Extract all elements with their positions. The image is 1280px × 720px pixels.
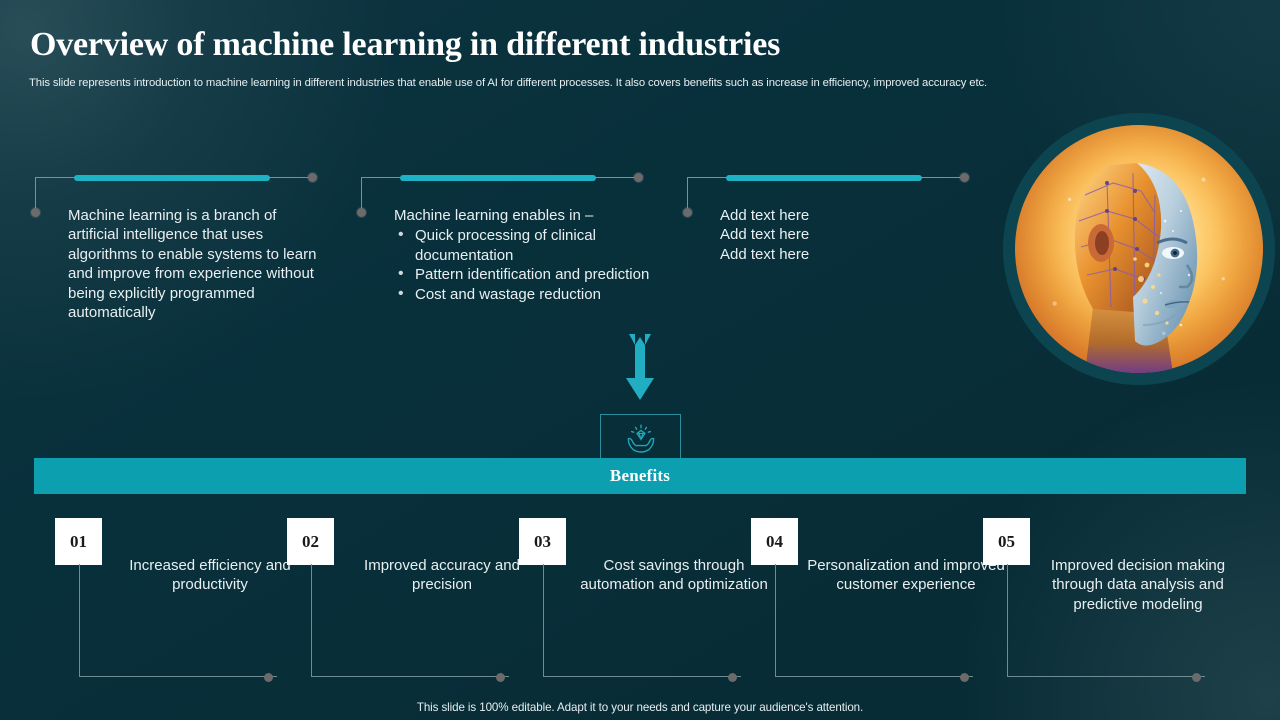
benefit-number-4: 04 [751, 518, 798, 565]
benefits-icon-box [600, 414, 681, 461]
benefit-endpoint-dot-3 [728, 673, 737, 682]
benefit-text-1: Increased efficiency and productivity [129, 557, 291, 594]
rail-dot-right-2 [634, 173, 643, 182]
benefit-connector-2 [311, 564, 509, 677]
list-item: Cost and wastage reduction [394, 284, 654, 304]
column-line-3-2: Add text here [720, 226, 810, 244]
rail-vertical-line-1 [35, 178, 36, 212]
column-lead-1: Machine learning is a branch of artifici… [68, 207, 317, 322]
benefit-connector-3 [543, 564, 741, 677]
rail-left-line-1 [35, 177, 75, 178]
benefit-number-2: 02 [287, 518, 334, 565]
benefit-connector-1 [79, 564, 277, 677]
benefit-text-3: Cost savings through automation and opti… [580, 557, 768, 594]
column-body-1: Machine learning is a branch of artifici… [68, 206, 326, 322]
benefit-endpoint-dot-5 [1192, 673, 1201, 682]
list-item: Quick processing of clinical documentati… [394, 225, 654, 265]
benefit-number-3: 03 [519, 518, 566, 565]
benefit-endpoint-dot-2 [496, 673, 505, 682]
rail-dot-left-2 [357, 208, 366, 217]
benefit-text-4: Personalization and improved customer ex… [807, 557, 1005, 594]
footer-note: This slide is 100% editable. Adapt it to… [416, 701, 864, 714]
ai-head-image [1015, 125, 1263, 373]
benefit-text-2: Improved accuracy and precision [364, 557, 520, 594]
benefit-connector-4 [775, 564, 973, 677]
page-subtitle: This slide represents introduction to ma… [29, 77, 988, 89]
benefit-number-5: 05 [983, 518, 1030, 565]
rail-left-line-3 [687, 177, 727, 178]
benefit-text-5: Improved decision making through data an… [1050, 557, 1226, 613]
down-arrow-icon [621, 334, 659, 400]
benefit-endpoint-dot-1 [264, 673, 273, 682]
rail-right-line-2 [594, 177, 636, 178]
column-rail-2 [354, 168, 654, 218]
rail-right-line-3 [920, 177, 962, 178]
column-lead-2: Machine learning enables in – [394, 207, 594, 224]
rail-dot-right-3 [960, 173, 969, 182]
benefit-endpoint-dot-4 [960, 673, 969, 682]
rail-left-line-2 [361, 177, 401, 178]
ai-head-image-ring [1003, 113, 1275, 385]
benefits-banner: Benefits [34, 458, 1246, 494]
diamond-in-hands-icon [627, 424, 654, 453]
benefits-label: Benefits [609, 466, 671, 485]
column-bullet-list-2: Quick processing of clinical documentati… [394, 225, 654, 304]
column-line-3-1: Add text here [720, 207, 810, 224]
column-line-3-3: Add text here [720, 245, 810, 263]
page-title: Overview of machine learning in differen… [30, 26, 781, 63]
rail-right-line-1 [268, 177, 310, 178]
column-rail-1 [28, 168, 328, 218]
rail-accent-bar-3 [726, 175, 922, 181]
rail-dot-left-3 [683, 208, 692, 217]
column-body-2: Machine learning enables in – Quick proc… [394, 206, 654, 304]
benefit-number-1: 01 [55, 518, 102, 565]
list-item: Pattern identification and prediction [394, 264, 654, 284]
benefit-connector-5 [1007, 564, 1205, 677]
column-rail-3 [680, 168, 980, 218]
column-body-3: Add text here Add text here Add text her… [720, 206, 970, 264]
rail-dot-right-1 [308, 173, 317, 182]
rail-vertical-line-3 [687, 178, 688, 212]
rail-accent-bar-1 [74, 175, 270, 181]
rail-accent-bar-2 [400, 175, 596, 181]
rail-vertical-line-2 [361, 178, 362, 212]
rail-dot-left-1 [31, 208, 40, 217]
